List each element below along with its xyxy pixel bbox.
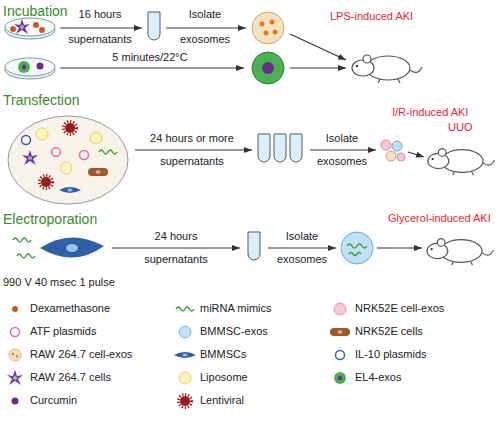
legend-text: BMMSCs (200, 348, 246, 360)
step-label: supernatants (68, 33, 132, 46)
model-label: Glycerol-induced AKI (388, 212, 491, 225)
step-label: 24 hours or more (150, 132, 234, 145)
arrow (310, 149, 376, 150)
arrow (290, 67, 346, 68)
test-tube (274, 134, 286, 162)
legend-entry: Dexamethasone (30, 302, 110, 315)
test-tube (148, 12, 160, 40)
step-label: Isolate (326, 132, 358, 145)
legend-icons (7, 303, 350, 408)
legend-text: miRNA mimics (200, 302, 272, 314)
legend-text: Lentiviral (200, 394, 244, 406)
exosome (341, 232, 373, 264)
legend-entry: Lentiviral (200, 394, 244, 407)
legend-entry: BMMSCs (200, 348, 246, 361)
step-label: Isolate (189, 8, 221, 21)
legend-entry: EL4-exos (355, 371, 401, 384)
legend-entry: Liposome (200, 371, 248, 384)
legend-text: Dexamethasone (30, 302, 110, 314)
arrow (135, 149, 252, 150)
legend-text: NRK52E cell-exos (355, 302, 444, 314)
mouse (428, 149, 495, 176)
condition-label: 990 V 40 msec 1 pulse (3, 276, 115, 289)
legend-entry: NRK52E cell-exos (355, 302, 444, 315)
section-heading: Electroporation (3, 211, 97, 227)
petri-dish (5, 18, 55, 39)
step-label: exosomes (277, 253, 327, 266)
legend-entry: Curcumin (30, 394, 77, 407)
arrow (377, 247, 422, 248)
step-label: 24 hours (155, 230, 198, 243)
legend-entry: RAW 264.7 cells (30, 371, 111, 384)
step-label: supernatants (160, 155, 224, 168)
legend-entry: NRK52E cells (355, 325, 423, 338)
legend-text: IL-10 plasmids (355, 348, 427, 360)
petri-dish (5, 58, 55, 79)
electroporated-cell (13, 237, 104, 258)
legend-text: RAW 264.7 cells (30, 371, 111, 383)
legend-text: Curcumin (30, 394, 77, 406)
legend-entry: IL-10 plasmids (355, 348, 427, 361)
test-tube (290, 134, 302, 162)
exosome (252, 52, 284, 84)
test-tube (258, 134, 270, 162)
legend-text: Liposome (200, 371, 248, 383)
arrow (290, 34, 346, 60)
section-heading: Incubation (3, 3, 68, 19)
step-label: supernatants (144, 253, 208, 266)
legend-text: ATF plasmids (30, 325, 96, 337)
model-label: UUO (448, 121, 472, 134)
legend-text: RAW 264.7 cell-exos (30, 348, 132, 360)
arrow (112, 247, 240, 248)
legend-text: EL4-exos (355, 371, 401, 383)
arrow (166, 27, 246, 28)
cell-mixture (8, 116, 128, 204)
model-label: I/R-induced AKI (392, 106, 468, 119)
legend-entry: RAW 264.7 cell-exos (30, 348, 132, 361)
step-label: exosomes (180, 33, 230, 46)
step-label: 16 hours (79, 8, 122, 21)
mouse (427, 239, 494, 266)
arrow (60, 27, 142, 28)
step-label: 5 minutes/22°C (112, 51, 187, 64)
test-tube (248, 232, 260, 260)
legend-text: NRK52E cells (355, 325, 423, 337)
exosome-cluster (381, 140, 405, 161)
legend-entry: ATF plasmids (30, 325, 96, 338)
step-label: exosomes (317, 155, 367, 168)
mouse (352, 55, 422, 83)
legend-entry: miRNA mimics (200, 302, 272, 315)
section-heading: Transfection (3, 92, 80, 108)
arrow (60, 67, 244, 68)
step-label: Isolate (286, 230, 318, 243)
legend-text: BMMSC-exos (200, 325, 268, 337)
arrow (408, 152, 424, 157)
arrow (268, 247, 336, 248)
exosome (252, 12, 284, 44)
legend-entry: BMMSC-exos (200, 325, 268, 338)
model-label: LPS-induced AKI (330, 10, 413, 23)
